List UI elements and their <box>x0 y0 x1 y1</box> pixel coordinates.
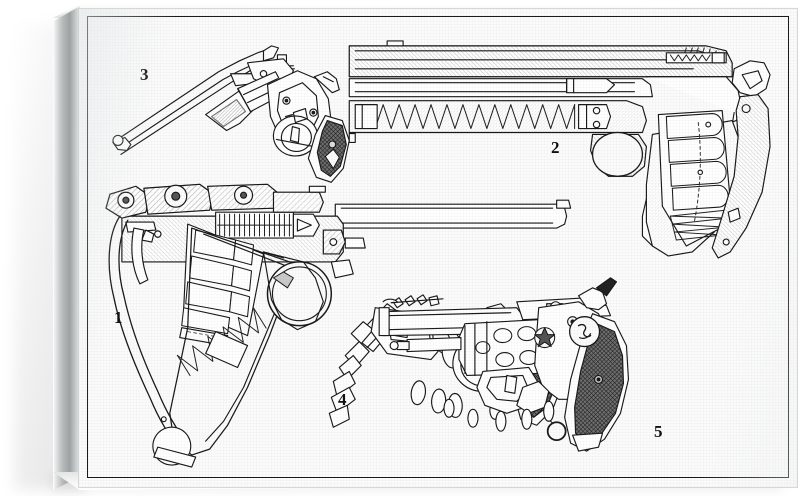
figure-label-3: 3 <box>140 65 149 84</box>
figure-label-1: 1 <box>114 308 123 327</box>
figure-label-4: 4 <box>338 390 347 409</box>
canvas-face: 1 2 3 4 5 <box>79 9 797 487</box>
figure-1-luger-pistol <box>105 183 572 468</box>
figure-3-top-break-revolver <box>112 45 350 183</box>
figure-2-automatic-pistol <box>348 40 771 259</box>
figure-label-2: 2 <box>551 138 560 157</box>
canvas-wrapped-side-edge <box>53 6 80 490</box>
handgun-cutaway-illustration <box>105 40 771 468</box>
figure-label-5: 5 <box>654 422 663 441</box>
printed-plate-border: 1 2 3 4 5 <box>87 16 789 478</box>
figure-5-service-revolver <box>378 277 630 452</box>
